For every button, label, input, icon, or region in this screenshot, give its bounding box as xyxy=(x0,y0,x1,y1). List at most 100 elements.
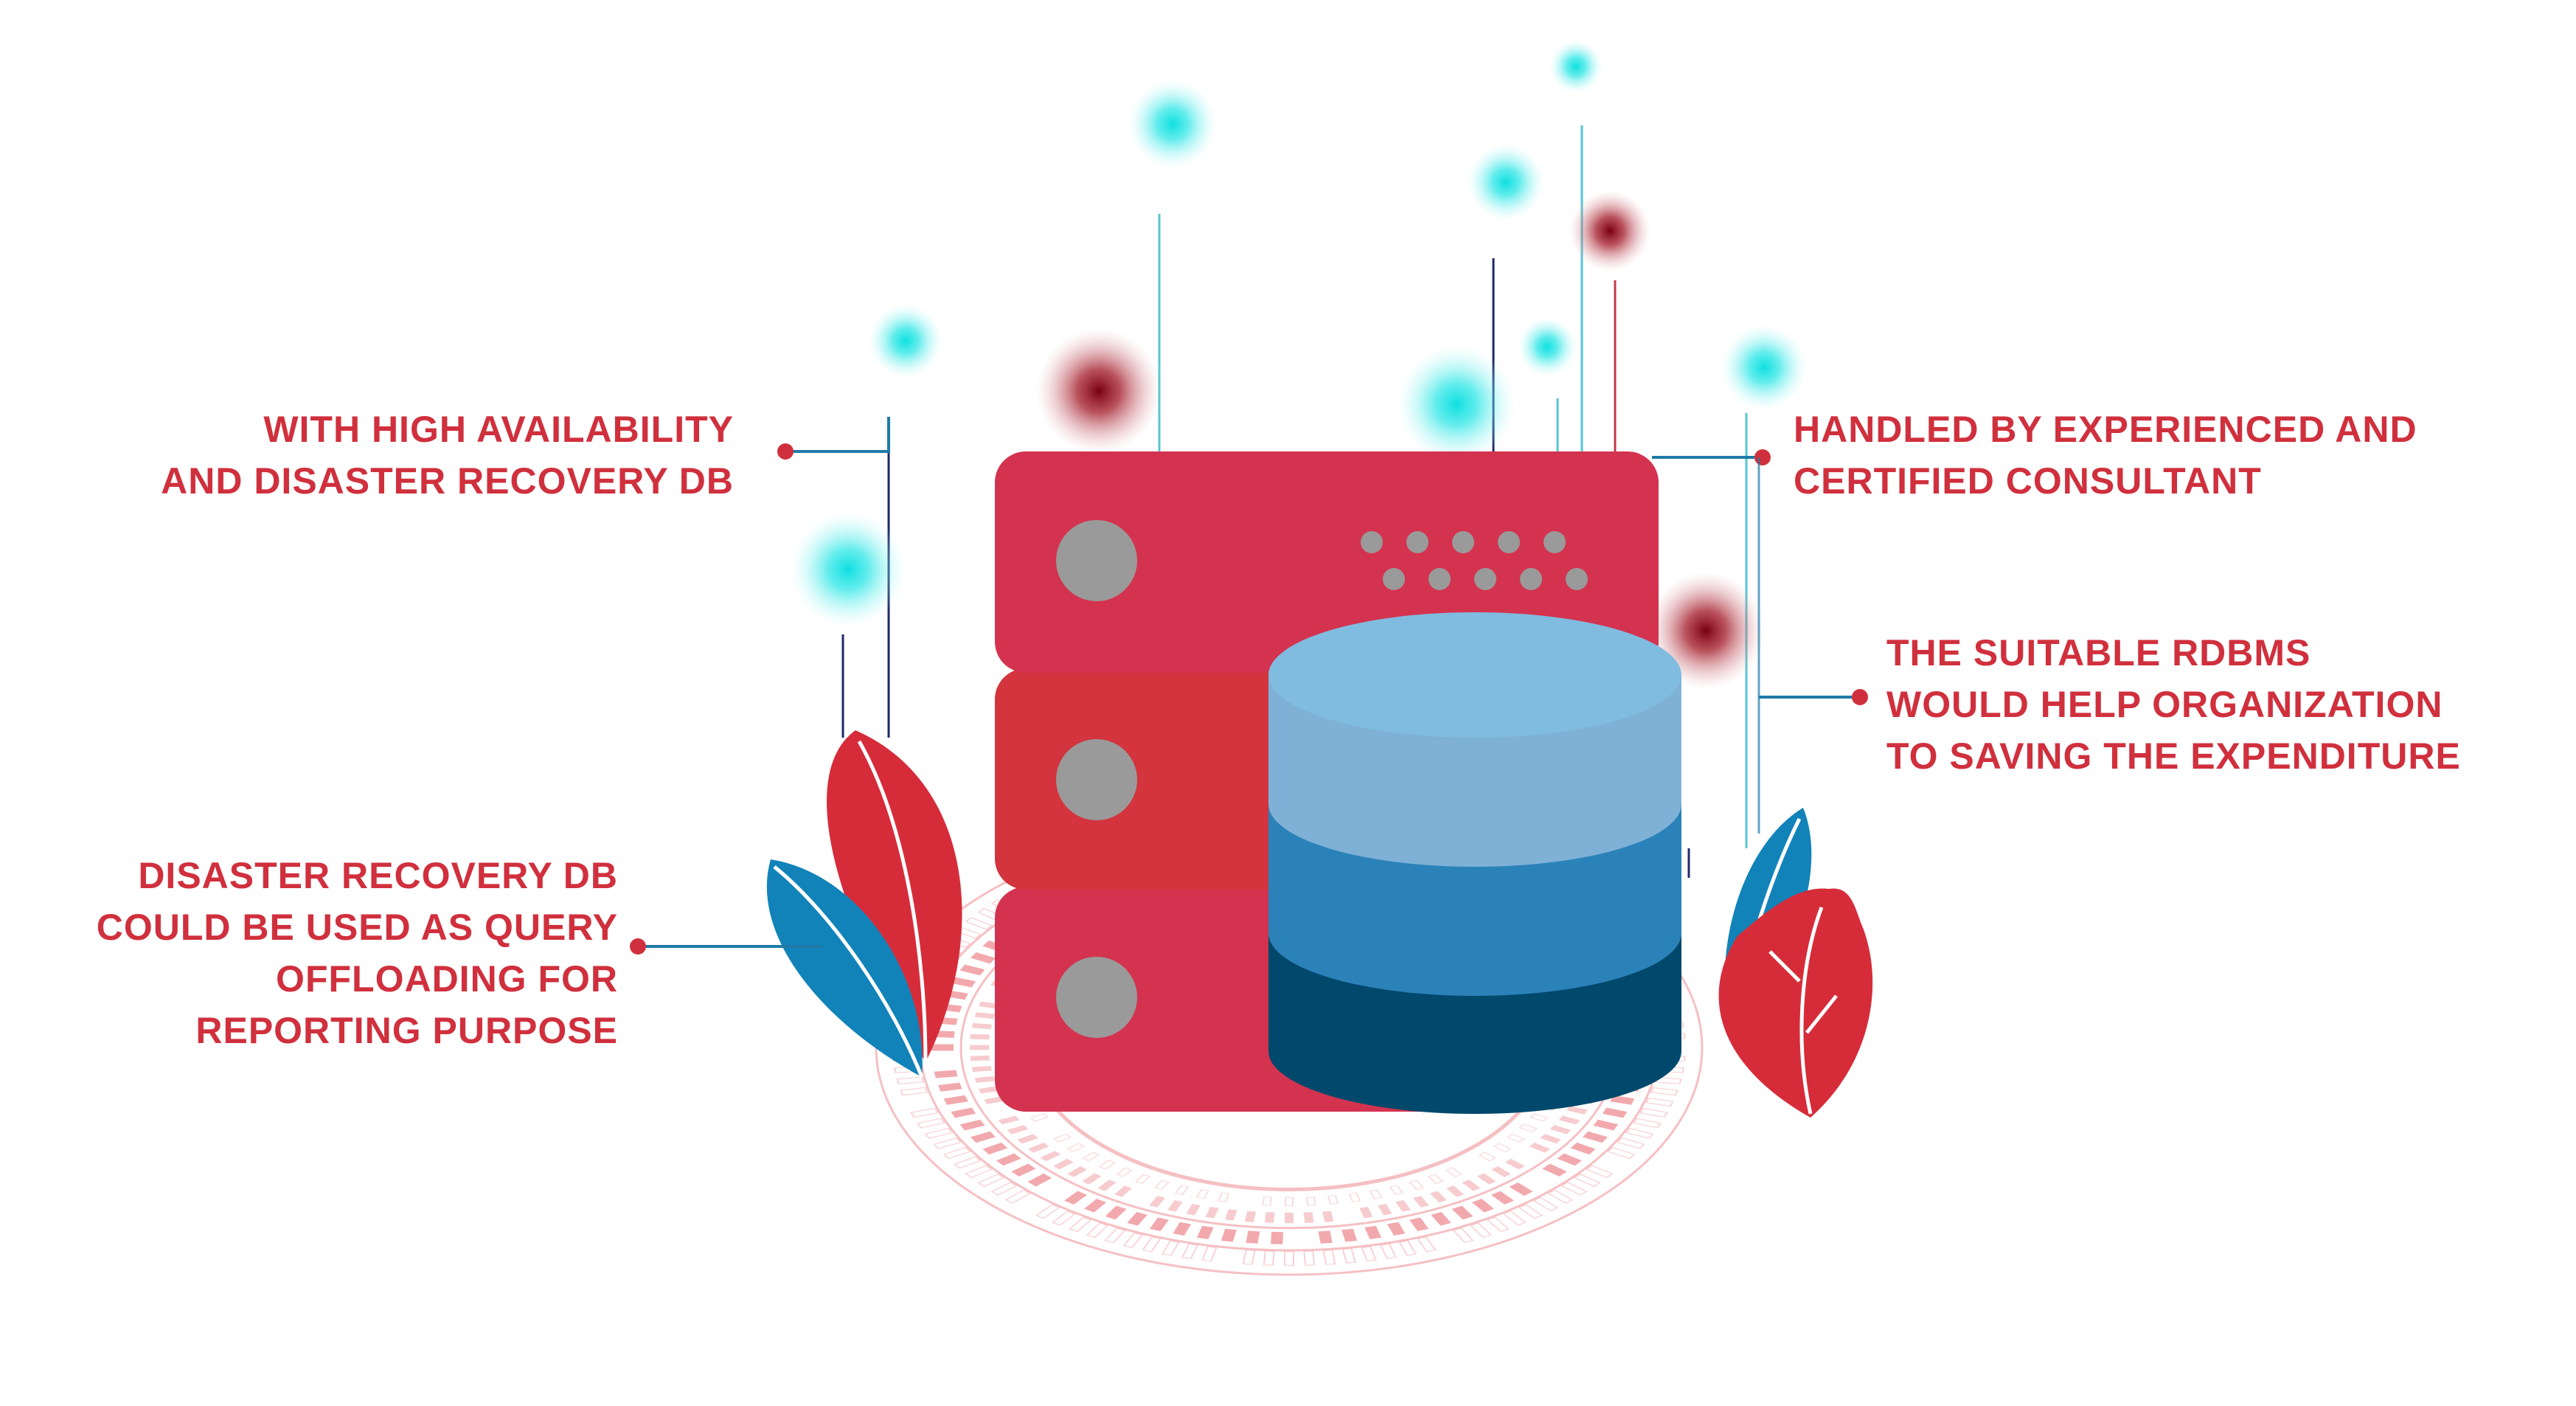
ring-tick xyxy=(1490,1191,1514,1205)
ring-tick xyxy=(1476,1173,1496,1185)
ring-tick xyxy=(1303,1212,1314,1223)
callout-line: OFFLOADING FOR xyxy=(276,958,618,1000)
ring-tick xyxy=(1105,1205,1127,1220)
ring-tick xyxy=(965,916,993,930)
ring-tick xyxy=(1378,1203,1392,1216)
glow-cyan-orb xyxy=(1468,144,1544,221)
callout-line: REPORTING PURPOSE xyxy=(195,1010,618,1051)
ring-tick xyxy=(1028,1142,1049,1153)
ring-tick xyxy=(1445,1185,1465,1197)
ring-tick xyxy=(1084,1199,1107,1213)
glow-cyan-orb xyxy=(1721,325,1807,410)
ring-tick xyxy=(1610,1095,1635,1105)
callout-experienced-consultant: HANDLED BY EXPERIENCED AND CERTIFIED CON… xyxy=(1794,404,2417,507)
leaf-blue-left xyxy=(766,859,923,1077)
ring-tick xyxy=(1264,1212,1275,1223)
ring-tick xyxy=(1244,1211,1256,1222)
ring-tick xyxy=(959,964,985,976)
server-led-icon xyxy=(1056,520,1137,601)
ring-tick xyxy=(1557,1153,1583,1166)
ring-tick xyxy=(1650,1087,1678,1096)
glow-cyan-orb xyxy=(791,512,906,627)
ring-tick xyxy=(1305,1197,1316,1206)
ring-tick xyxy=(900,1087,928,1096)
ring-tick xyxy=(1086,1222,1109,1239)
ring-tick xyxy=(1127,1211,1148,1226)
ring-tick xyxy=(917,1118,945,1129)
ring-tick xyxy=(1478,1152,1496,1162)
ring-tick xyxy=(1529,1142,1550,1153)
ring-tick xyxy=(1558,1115,1580,1125)
ring-tick xyxy=(1205,1206,1219,1219)
ring-tick xyxy=(1098,1160,1116,1170)
callout-high-availability: WITH HIGH AVAILABILITY AND DISASTER RECO… xyxy=(161,404,734,507)
right-leaf-group xyxy=(1718,808,1873,1118)
ring-tick xyxy=(1242,1250,1256,1265)
ring-tick xyxy=(1566,1106,1588,1115)
ring-tick xyxy=(1452,1227,1474,1244)
ring-tick xyxy=(1573,1173,1601,1188)
ring-tick xyxy=(1389,1185,1404,1195)
ring-tick xyxy=(1469,1222,1493,1239)
database-cylinder-icon xyxy=(1268,612,1681,1114)
ring-tick xyxy=(1429,1191,1447,1203)
ring-tick xyxy=(970,1033,990,1040)
ring-tick xyxy=(1040,1151,1061,1162)
ring-tick xyxy=(942,1146,971,1160)
vent-dot xyxy=(1428,568,1451,590)
ring-tick xyxy=(1011,1163,1036,1177)
ring-tick xyxy=(1284,1251,1294,1266)
ring-tick xyxy=(1303,1250,1316,1266)
ring-tick xyxy=(1417,1236,1437,1253)
ring-tick xyxy=(1518,1204,1543,1219)
ring-tick xyxy=(1504,1158,1525,1170)
ring-tick xyxy=(1409,1217,1429,1231)
ring-tick xyxy=(1174,1185,1190,1195)
callout-line: DISASTER RECOVERY DB xyxy=(138,855,618,896)
glow-cyan-orb xyxy=(1549,40,1603,93)
ring-tick xyxy=(1285,1212,1294,1224)
ring-tick xyxy=(1173,1222,1192,1236)
ring-tick xyxy=(1427,1174,1444,1185)
callout-line: WOULD HELP ORGANIZATION xyxy=(1886,684,2443,725)
callout-rdbms-expenditure: THE SUITABLE RDBMS WOULD HELP ORGANIZATI… xyxy=(1886,627,2461,782)
glow-red-orb xyxy=(1569,190,1650,271)
ring-tick xyxy=(1186,1203,1201,1216)
ring-tick xyxy=(1067,1166,1087,1177)
ring-tick xyxy=(965,1165,993,1179)
ring-tick xyxy=(1493,1143,1512,1153)
server-led-icon xyxy=(1056,957,1137,1038)
callout-line: HANDLED BY EXPERIENCED AND xyxy=(1794,409,2417,450)
callout-query-offloading: DISASTER RECOVERY DB COULD BE USED AS QU… xyxy=(97,850,618,1056)
ring-tick xyxy=(951,977,976,988)
ring-tick xyxy=(1549,1124,1572,1135)
ring-tick xyxy=(1364,1225,1382,1239)
vent-dot xyxy=(1383,568,1405,590)
ring-tick xyxy=(970,1045,989,1050)
ring-tick xyxy=(1262,1197,1273,1206)
ring-tick xyxy=(1030,1113,1049,1122)
ring-tick xyxy=(1451,1205,1473,1220)
server-led-icon xyxy=(1056,739,1137,820)
ring-tick xyxy=(1369,1189,1383,1199)
callout-line: COULD BE USED AS QUERY xyxy=(96,907,618,948)
ring-tick xyxy=(1181,1243,1198,1259)
ring-tick xyxy=(979,1001,1000,1009)
ring-tick xyxy=(996,1153,1021,1166)
ring-tick xyxy=(1542,1163,1567,1177)
ring-tick xyxy=(1471,1199,1494,1213)
ring-tick xyxy=(1195,1189,1209,1199)
ring-tick xyxy=(1341,1228,1358,1242)
vent-dot xyxy=(1566,568,1588,590)
ring-tick xyxy=(943,1095,968,1105)
ring-tick xyxy=(1341,1248,1357,1264)
server-vent-dots xyxy=(1361,531,1588,590)
ring-tick xyxy=(970,1055,990,1062)
ring-tick xyxy=(910,1107,939,1118)
ring-tick xyxy=(1271,1231,1284,1244)
ring-tick xyxy=(1246,1230,1260,1244)
callout-line: WITH HIGH AVAILABILITY xyxy=(263,409,734,450)
ring-tick xyxy=(1359,1206,1373,1219)
ring-tick xyxy=(931,1044,954,1051)
